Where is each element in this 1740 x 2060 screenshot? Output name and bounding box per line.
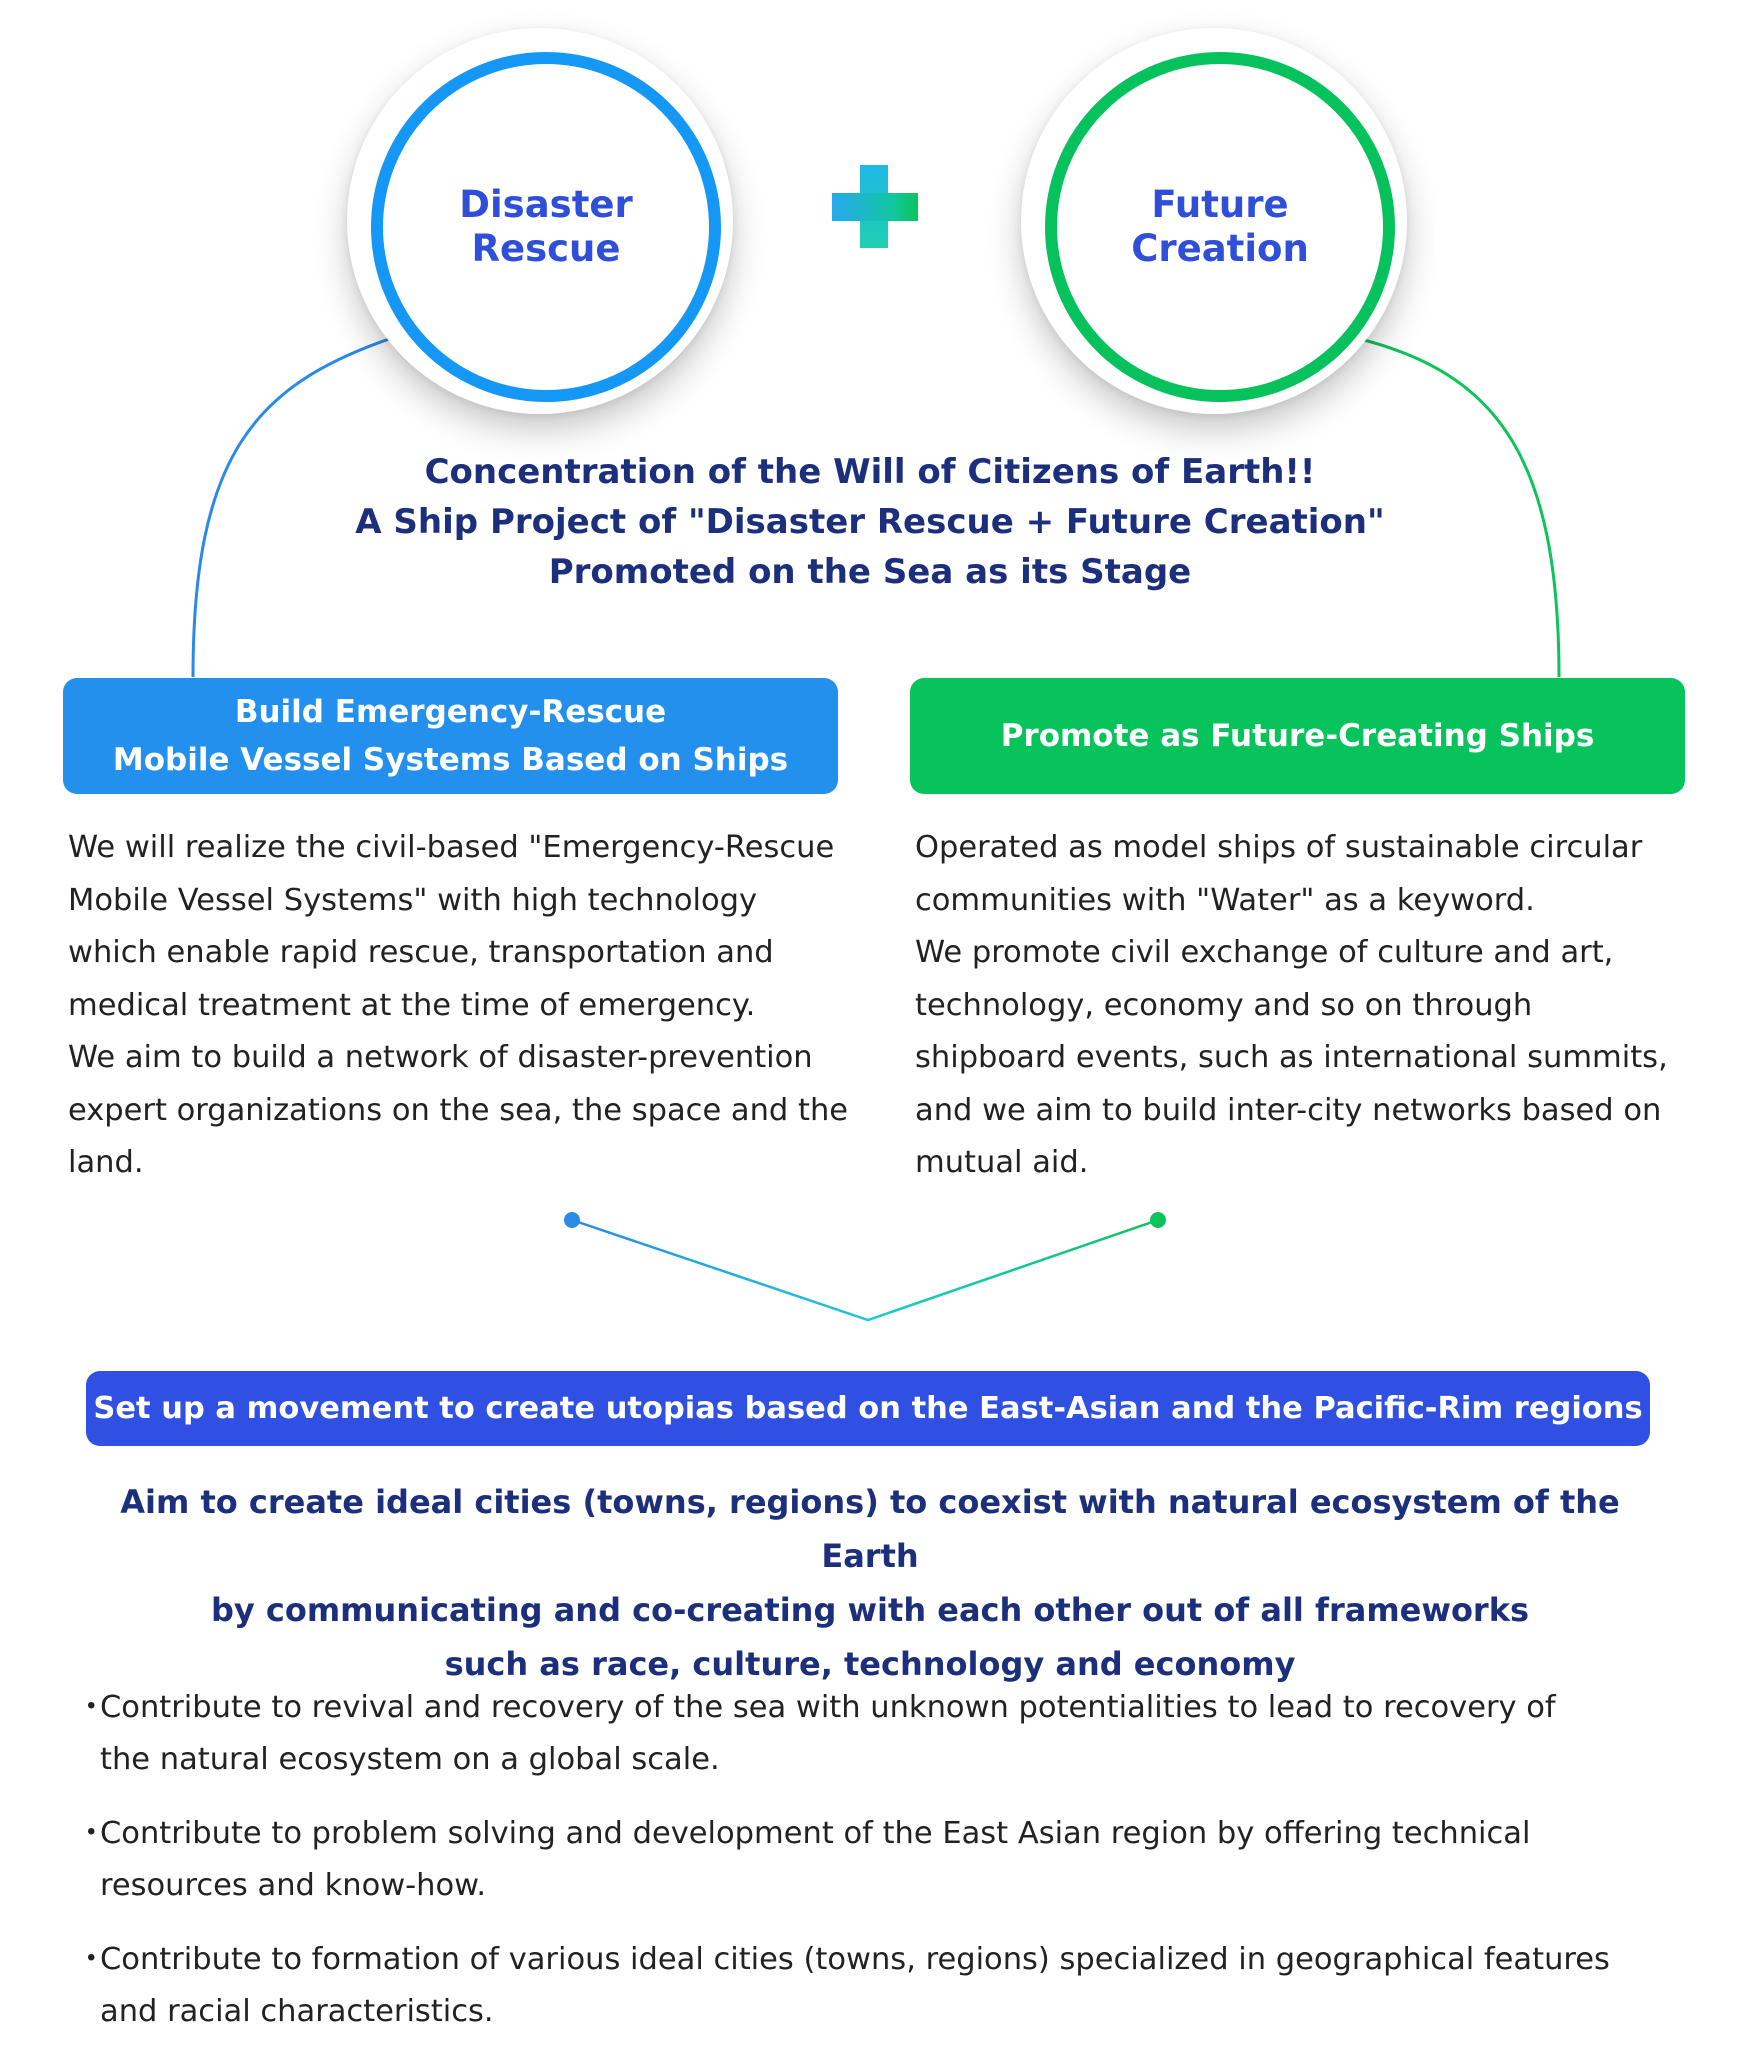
future-creation-label: Future Creation bbox=[1131, 182, 1309, 270]
bullet-dot-icon: ・ bbox=[76, 1690, 107, 1725]
description-line: expert organizations on the sea, the spa… bbox=[68, 1092, 849, 1128]
description-line: We aim to build a network of disaster-pr… bbox=[68, 1040, 813, 1075]
list-item-line: Contribute to problem solving and develo… bbox=[100, 1816, 1531, 1851]
description-line: mutual aid. bbox=[915, 1145, 1089, 1180]
left-arc-line bbox=[191, 336, 393, 678]
description-line: technology, economy and so on through bbox=[915, 987, 1533, 1023]
description-line: We promote civil exchange of culture and… bbox=[915, 935, 1614, 970]
list-item-line: Contribute to revival and recovery of th… bbox=[100, 1690, 1556, 1725]
future-ships-box: Promote as Future-Creating Ships bbox=[910, 678, 1685, 794]
description-line: medical treatment at the time of emergen… bbox=[68, 987, 756, 1023]
description-line: land. bbox=[68, 1145, 144, 1180]
description-line: Operated as model ships of sustainable c… bbox=[915, 830, 1643, 865]
list-item-line: Contribute to formation of various ideal… bbox=[100, 1942, 1610, 1977]
description-line: shipboard events, such as international … bbox=[915, 1040, 1668, 1075]
future-creation-circle: Future Creation bbox=[1021, 28, 1407, 414]
aim-line: Aim to create ideal cities (towns, regio… bbox=[120, 1483, 1620, 1575]
aim-line: such as race, culture, technology and ec… bbox=[444, 1645, 1296, 1683]
description-line: and we aim to build inter-city networks … bbox=[915, 1092, 1662, 1128]
list-item: ・ Contribute to revival and recovery of … bbox=[76, 1682, 1676, 1786]
merge-dot-left bbox=[564, 1212, 580, 1228]
list-item: ・ Contribute to formation of various ide… bbox=[76, 1934, 1676, 2038]
utopia-banner-text: Set up a movement to create utopias base… bbox=[93, 1391, 1643, 1426]
emergency-rescue-title-line: Build Emergency-Rescue bbox=[234, 694, 667, 730]
headline-line: A Ship Project of "Disaster Rescue + Fut… bbox=[355, 502, 1385, 542]
description-line: Mobile Vessel Systems" with high technol… bbox=[68, 882, 758, 918]
list-item: ・ Contribute to problem solving and deve… bbox=[76, 1808, 1676, 1912]
emergency-rescue-description: We will realize the civil-based "Emergen… bbox=[68, 822, 858, 1190]
list-item-line: the natural ecosystem on a global scale. bbox=[100, 1742, 720, 1777]
disaster-rescue-circle: Disaster Rescue bbox=[347, 28, 733, 414]
description-line: which enable rapid rescue, transportatio… bbox=[68, 935, 774, 970]
bullet-dot-icon: ・ bbox=[76, 1942, 107, 1977]
contribution-list: ・ Contribute to revival and recovery of … bbox=[76, 1682, 1676, 2060]
right-arc-line bbox=[1363, 338, 1561, 678]
list-item-line: resources and know-how. bbox=[100, 1868, 487, 1903]
aim-statement: Aim to create ideal cities (towns, regio… bbox=[80, 1475, 1660, 1691]
headline-line: Promoted on the Sea as its Stage bbox=[548, 552, 1192, 592]
emergency-rescue-title-line: Mobile Vessel Systems Based on Ships bbox=[112, 742, 789, 778]
description-line: communities with "Water" as a keyword. bbox=[915, 882, 1535, 918]
bullet-dot-icon: ・ bbox=[76, 1816, 107, 1851]
utopia-banner: Set up a movement to create utopias base… bbox=[86, 1371, 1650, 1446]
disaster-rescue-label: Disaster Rescue bbox=[459, 182, 633, 270]
future-ships-title: Promote as Future-Creating Ships bbox=[1000, 718, 1595, 754]
description-line: We will realize the civil-based "Emergen… bbox=[68, 830, 835, 865]
headline: Concentration of the Will of Citizens of… bbox=[200, 447, 1540, 597]
emergency-rescue-box: Build Emergency-Rescue Mobile Vessel Sys… bbox=[63, 678, 838, 794]
headline-line: Concentration of the Will of Citizens of… bbox=[424, 452, 1316, 492]
aim-line: by communicating and co-creating with ea… bbox=[210, 1591, 1530, 1629]
merge-v-line bbox=[571, 1218, 1159, 1322]
merge-dot-right bbox=[1150, 1212, 1166, 1228]
future-ships-description: Operated as model ships of sustainable c… bbox=[915, 822, 1715, 1190]
list-item-line: and racial characteristics. bbox=[100, 1994, 494, 2029]
